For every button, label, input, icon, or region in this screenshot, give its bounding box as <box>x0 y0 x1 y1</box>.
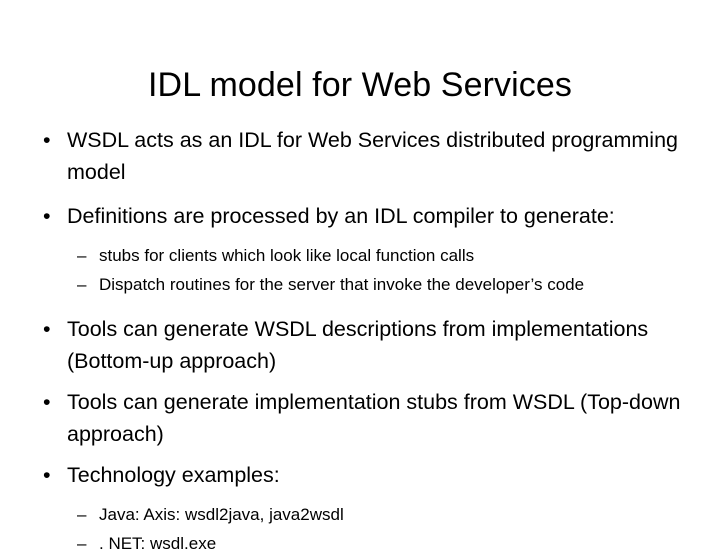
slide: IDL model for Web Services • WSDL acts a… <box>43 65 681 553</box>
slide-title: IDL model for Web Services <box>148 65 572 104</box>
bullet-text: Definitions are processed by an IDL comp… <box>67 204 615 228</box>
bullet-item: • Tools can generate implementation stub… <box>36 386 698 450</box>
bullet-marker-icon: • <box>43 317 51 341</box>
sub-bullet-text: Dispatch routines for the server that in… <box>99 275 585 294</box>
bullet-item: • Technology examples: <box>36 459 698 491</box>
sub-bullet-text: Java: Axis: wsdl2java, java2wsdl <box>99 505 344 524</box>
bullet-marker-icon: • <box>43 390 51 414</box>
bullet-text: Tools can generate implementation stubs … <box>67 390 681 446</box>
sub-bullet-item: – . NET: wsdl.exe <box>36 529 698 558</box>
dash-marker-icon: – <box>77 534 87 553</box>
bullet-text: Technology examples: <box>67 463 280 487</box>
bullet-item: • WSDL acts as an IDL for Web Services d… <box>36 124 698 188</box>
sub-bullet-item: – Dispatch routines for the server that … <box>36 270 698 299</box>
bullet-text: Tools can generate WSDL descriptions fro… <box>67 317 661 373</box>
bullet-marker-icon: • <box>43 128 51 152</box>
bullet-item: • Definitions are processed by an IDL co… <box>36 200 698 232</box>
sub-bullet-text: . NET: wsdl.exe <box>99 534 217 553</box>
sub-bullet-item: – Java: Axis: wsdl2java, java2wsdl <box>36 500 698 529</box>
dash-marker-icon: – <box>77 505 87 524</box>
sub-bullet-text: stubs for clients which look like local … <box>99 246 475 265</box>
slide-body-placeholder: • WSDL acts as an IDL for Web Services d… <box>36 124 698 558</box>
dash-marker-icon: – <box>77 275 87 294</box>
bullet-marker-icon: • <box>43 463 51 487</box>
sub-bullet-item: – stubs for clients which look like loca… <box>36 241 698 270</box>
bullet-item: • Tools can generate WSDL descriptions f… <box>36 313 698 377</box>
bullet-text: WSDL acts as an IDL for Web Services dis… <box>67 128 678 184</box>
dash-marker-icon: – <box>77 246 87 265</box>
bullet-marker-icon: • <box>43 204 51 228</box>
